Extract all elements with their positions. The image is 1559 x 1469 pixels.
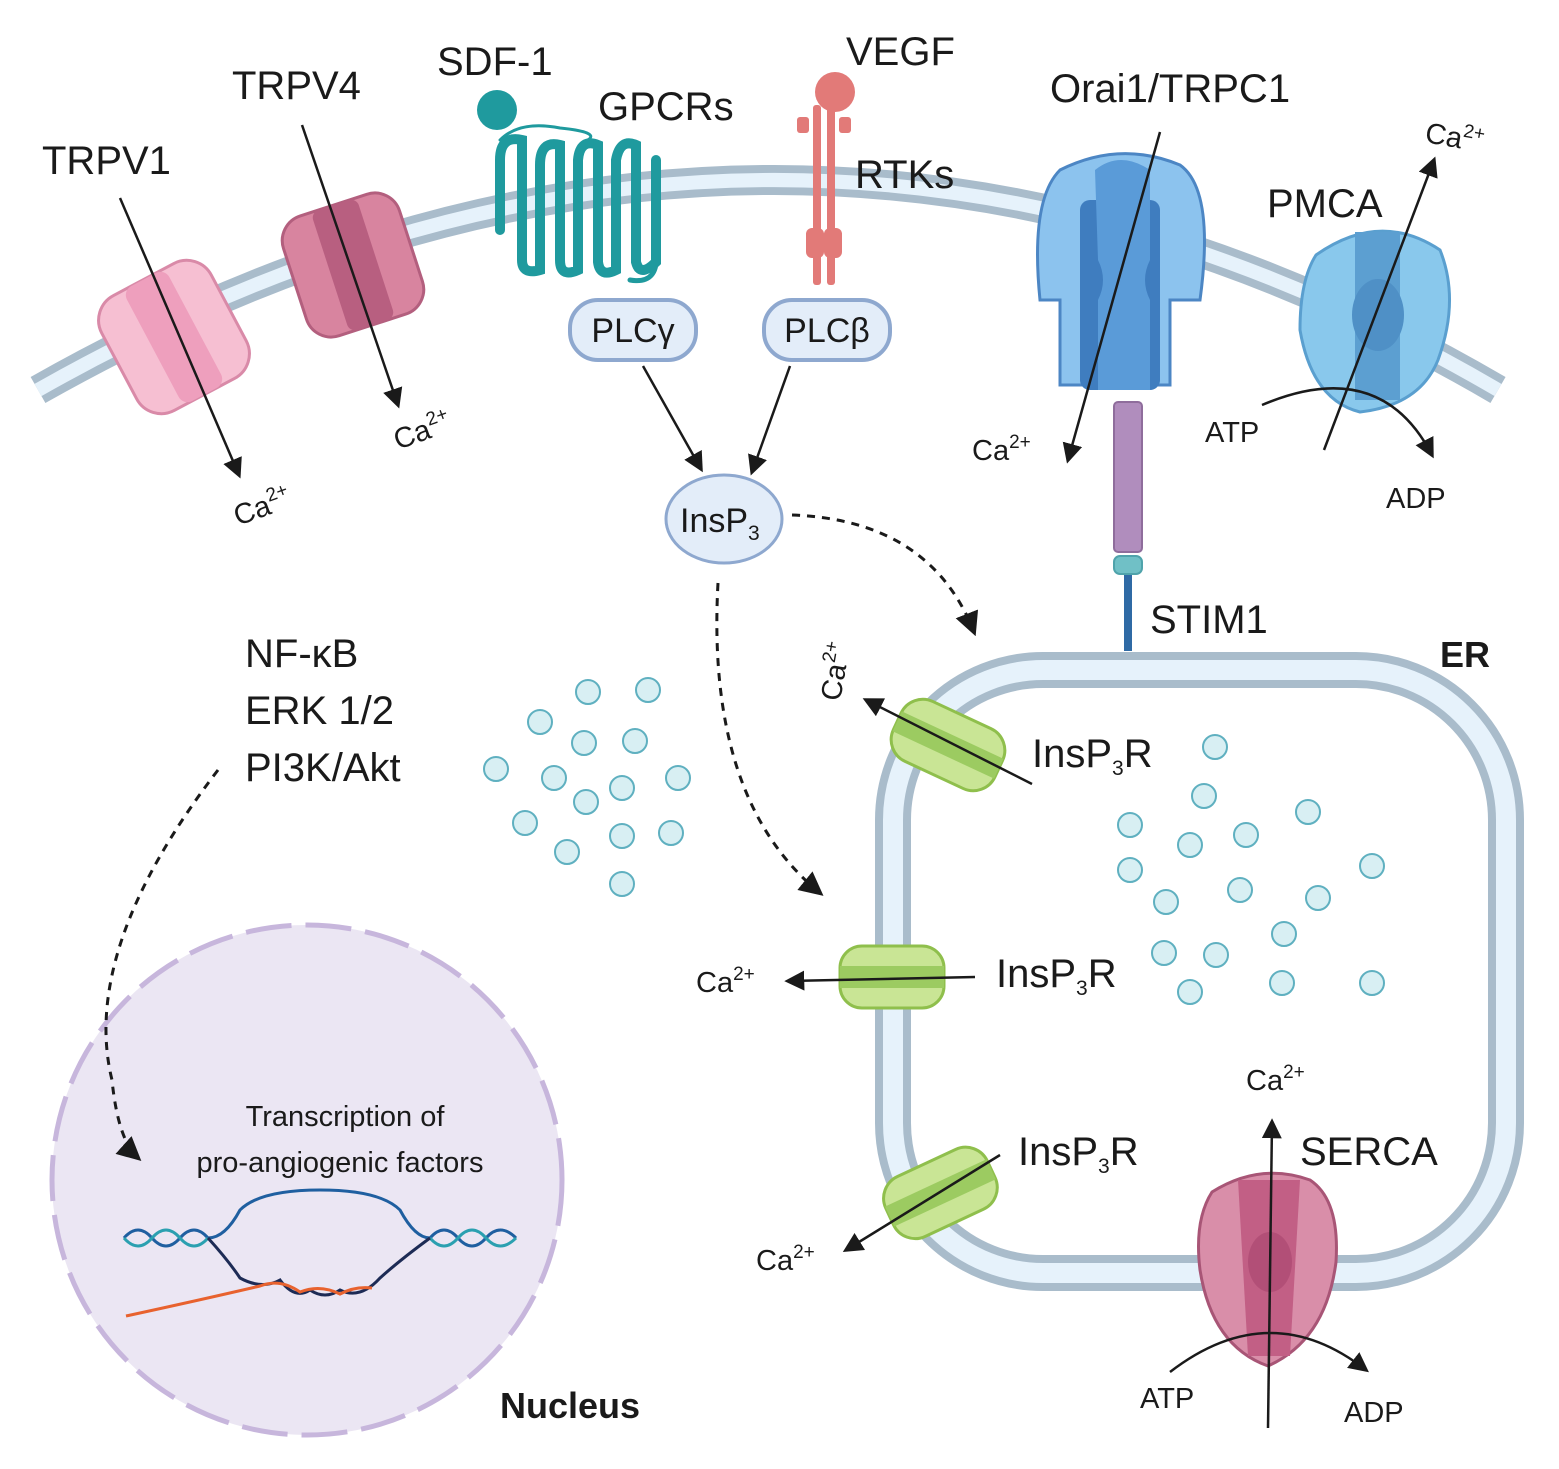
trpv1-arrow — [118, 197, 242, 479]
plcg-arrow — [641, 365, 703, 473]
dna-strands — [122, 1188, 518, 1318]
transcription-line1: Transcription of — [246, 1101, 446, 1133]
ca-label-serca: Ca2+ — [1246, 1062, 1305, 1097]
sdf1-label: SDF-1 — [437, 40, 553, 84]
trpv1-label: TRPV1 — [42, 139, 171, 183]
serca-atp-label: ATP — [1140, 1383, 1194, 1415]
vegf-ligand — [815, 72, 855, 112]
signal-nfkb-label: NF-κB — [245, 632, 358, 676]
signals-to-nucleus-arrow — [104, 769, 220, 1162]
ca-label-trpv4: Ca2+ — [388, 404, 455, 457]
pmca-adp-label: ADP — [1386, 483, 1446, 515]
pmca-atp-arrow — [1261, 387, 1434, 459]
plcb-label: PLCβ — [784, 312, 870, 350]
plcg-box — [568, 298, 698, 362]
ca-label-trpv1: Ca2+ — [228, 480, 295, 533]
gpcrs-label: GPCRs — [598, 85, 734, 129]
dashed-arrows — [104, 513, 979, 1162]
signal-erk-label: ERK 1/2 — [245, 689, 394, 733]
transcription-line2: pro-angiogenic factors — [197, 1147, 484, 1179]
pmca-label: PMCA — [1267, 182, 1383, 226]
signal-pi3k-label: PI3K/Akt — [245, 746, 401, 790]
ca-label-insp3r-bottom: Ca2+ — [756, 1242, 815, 1277]
trpv1-channel — [97, 258, 251, 416]
insp3-label: InsP3 — [680, 502, 760, 545]
trpv4-label: TRPV4 — [232, 64, 361, 108]
rtks-label: RTKs — [855, 153, 954, 197]
pmca-pump — [1298, 229, 1452, 414]
insp3-node — [664, 473, 784, 565]
ca-label-pmca: Ca2+ — [1423, 114, 1487, 159]
rtk-receptor — [797, 105, 851, 285]
stim1-label: STIM1 — [1150, 598, 1268, 642]
serca-arrow — [1261, 1118, 1282, 1429]
serca-atp-arrow — [1169, 1331, 1369, 1373]
insp3r-mid-label: InsP3R — [996, 952, 1117, 1000]
insp3r-top-arrow — [862, 698, 1033, 786]
sdf1-ligand — [477, 90, 517, 130]
ca-label-insp3r-top: Ca2+ — [812, 639, 857, 703]
er-label: ER — [1440, 634, 1490, 675]
er-lumen-ions — [1117, 734, 1385, 1005]
serca-pump — [1197, 1171, 1338, 1368]
insp3r-channel-mid — [838, 944, 946, 1010]
nucleus-label: Nucleus — [500, 1385, 640, 1426]
gpcr-receptor — [495, 124, 661, 284]
plcb-arrow — [748, 365, 792, 476]
insp3r-bottom-arrow — [842, 1153, 1001, 1252]
serca-label: SERCA — [1300, 1130, 1438, 1174]
ca-label-insp3r-mid: Ca2+ — [696, 964, 755, 999]
flow-arrows — [118, 124, 1438, 1429]
stim1-protein — [1113, 401, 1143, 651]
vegf-label: VEGF — [846, 30, 955, 74]
trpv4-channel — [280, 191, 426, 339]
trpv4-arrow — [300, 124, 403, 409]
serca-adp-label: ADP — [1344, 1397, 1404, 1429]
cytosol-ions — [483, 677, 691, 897]
insp3-to-insp3r-arrow — [715, 582, 824, 896]
insp3r-mid-arrow — [784, 970, 976, 991]
plasma-membrane — [30, 165, 1506, 404]
plcg-label: PLCγ — [591, 312, 674, 350]
pmca-atp-label: ATP — [1205, 417, 1259, 449]
orai-arrow — [1062, 131, 1162, 464]
pmca-arrow — [1322, 156, 1438, 451]
insp3r-channel-top — [889, 697, 1007, 793]
insp3r-bottom-label: InsP3R — [1018, 1130, 1139, 1178]
orai-label: Orai1/TRPC1 — [1050, 67, 1290, 111]
plcb-box — [762, 298, 892, 362]
ca-label-orai: Ca2+ — [972, 432, 1031, 467]
insp3r-top-label: InsP3R — [1032, 732, 1153, 780]
insp3-to-er-arrow — [791, 513, 979, 637]
nucleus — [49, 922, 565, 1438]
